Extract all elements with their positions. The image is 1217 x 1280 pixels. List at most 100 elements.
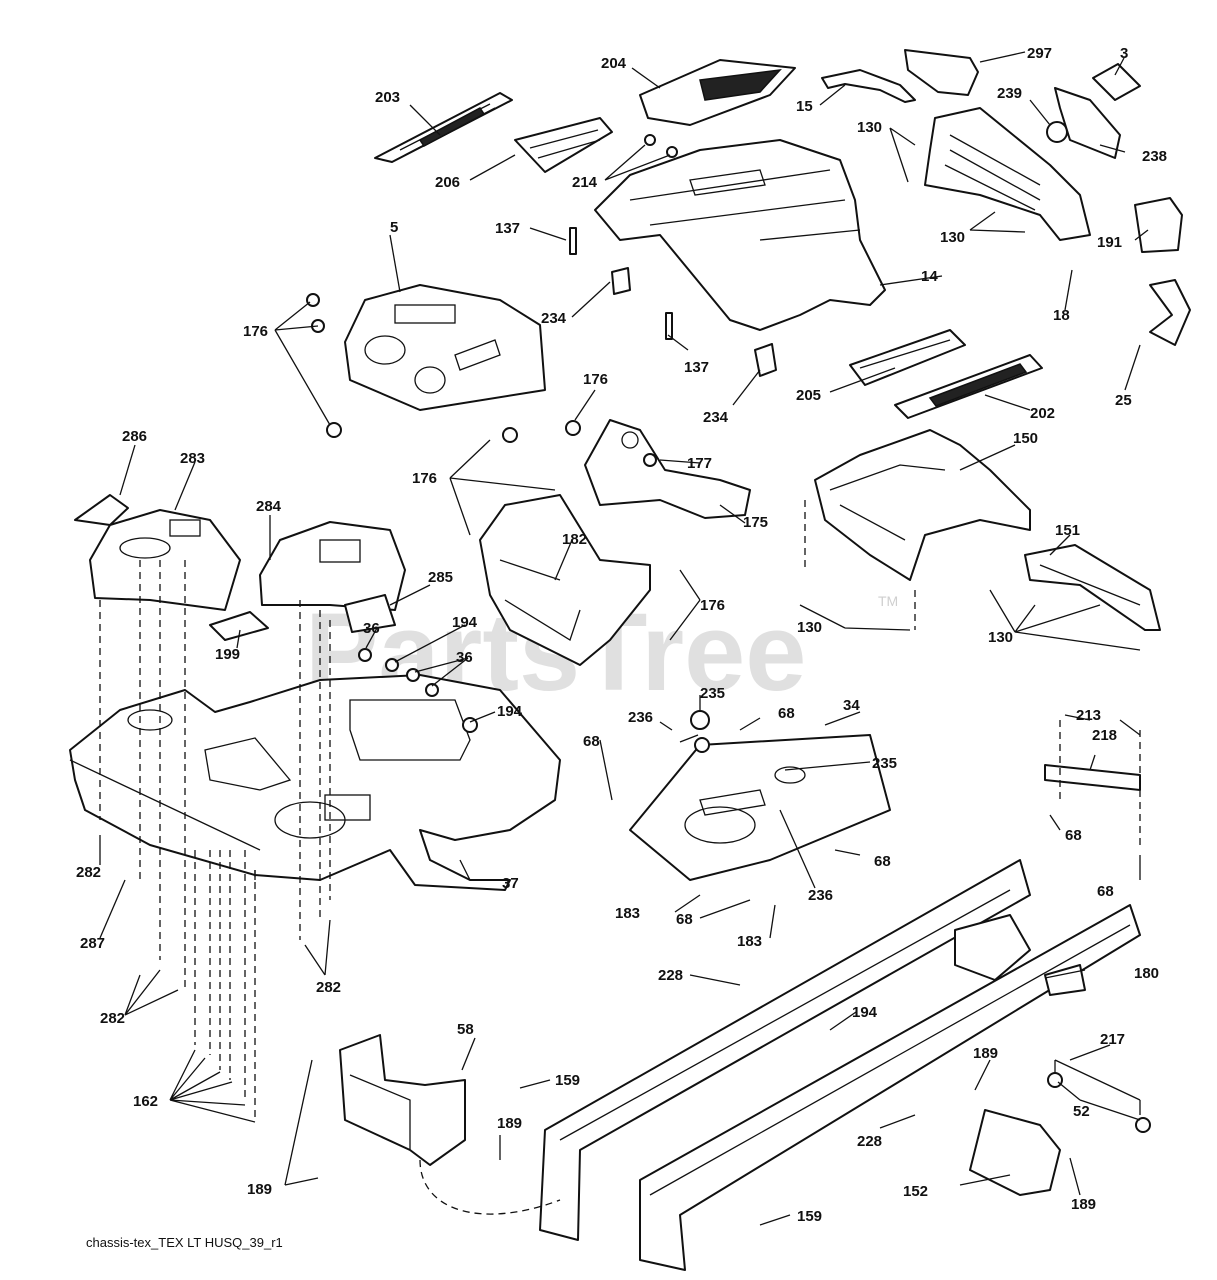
part-205-vent [849,329,966,386]
part-285 [344,594,396,633]
callout-34: 34 [843,697,860,714]
callout-228-a: 228 [658,967,683,984]
callout-282-c: 282 [100,1010,125,1027]
callout-194-c: 194 [497,703,523,720]
callout-175: 175 [743,514,768,531]
callout-137-a: 137 [495,220,520,237]
callout-180: 180 [1134,965,1159,982]
callout-37: 37 [502,875,519,892]
callout-36-a: 36 [363,620,380,637]
callouts: 203 204 297 3 15 239 238 130 206 214 137… [76,45,1167,1225]
callout-214: 214 [572,174,598,191]
callout-238: 238 [1142,148,1167,165]
callout-68-c: 68 [874,853,891,870]
callout-68-d: 68 [676,911,693,928]
part-151-bracket [1024,544,1161,631]
part-203-grille [374,92,513,163]
part-218-bracket [1044,764,1141,791]
callout-213: 213 [1076,707,1101,724]
part-234-clip-2 [754,343,777,377]
callout-68-e: 68 [1065,827,1082,844]
callout-189-c: 189 [497,1115,522,1132]
callout-151: 151 [1055,522,1080,539]
part-180-frame [539,859,1141,1271]
callout-137-b: 137 [684,359,709,376]
part-3-bracket [1092,63,1141,101]
part-34-plate [629,710,891,881]
callout-58: 58 [457,1021,474,1038]
part-137-strip-2 [665,312,673,340]
callout-52: 52 [1073,1103,1090,1120]
callout-176-c: 176 [412,470,437,487]
part-214-screws [644,134,678,158]
callout-189-b: 189 [1071,1196,1096,1213]
callout-283: 283 [180,450,205,467]
callout-234-b: 234 [703,409,729,426]
callout-228-b: 228 [857,1133,882,1150]
callout-176-b: 176 [583,371,608,388]
part-58-bracket [339,1034,466,1166]
part-5-dash [344,284,546,411]
callout-5: 5 [390,219,398,236]
part-217-rod [1054,1059,1141,1115]
part-238-bracket [1054,87,1121,159]
callout-199: 199 [215,646,240,663]
callout-218: 218 [1092,727,1117,744]
callout-217: 217 [1100,1031,1125,1048]
leader-lines [99,51,1149,1226]
callout-297: 297 [1027,45,1052,62]
callout-235-b: 235 [872,755,897,772]
callout-194-b: 194 [852,1004,878,1021]
dash-guides [99,500,1141,1215]
part-14-hood [594,139,886,331]
callout-152: 152 [903,1183,928,1200]
callout-285: 285 [428,569,453,586]
callout-177: 177 [687,455,712,472]
part-191-block [1134,197,1183,253]
part-206-panel [514,117,613,173]
part-283-cover [89,509,241,611]
part-199-decal [209,611,269,641]
callout-159-a: 159 [555,1072,580,1089]
callout-15: 15 [796,98,813,115]
callout-287: 287 [80,935,105,952]
part-286 [74,494,129,526]
callout-189-a: 189 [973,1045,998,1062]
callout-236-a: 236 [628,709,653,726]
callout-130-d: 130 [940,229,965,246]
part-18-grille-housing [924,107,1091,241]
callout-183-a: 183 [615,905,640,922]
callout-18: 18 [1053,307,1070,324]
callout-162: 162 [133,1093,158,1110]
part-52-washer [1047,1072,1063,1088]
part-175-bracket [584,419,751,519]
callout-68-f: 68 [1097,883,1114,900]
callout-203: 203 [375,89,400,106]
part-297-pad [904,49,979,96]
callout-68-a: 68 [778,705,795,722]
callout-235-a: 235 [700,685,725,702]
part-234-clip [611,267,631,295]
part-284-cover [259,521,406,611]
callout-176-d: 176 [700,597,725,614]
callout-183-b: 183 [737,933,762,950]
part-137-strip [569,227,577,255]
callout-204: 204 [601,55,627,72]
callout-194-a: 194 [452,614,478,631]
callout-25: 25 [1115,392,1132,409]
callout-284: 284 [256,498,282,515]
callout-68-b: 68 [583,733,600,750]
callout-189-d: 189 [247,1181,272,1198]
callout-282-a: 282 [76,864,101,881]
part-152-shield [969,1109,1061,1196]
part-204-vent [639,59,796,126]
callout-14: 14 [921,268,938,285]
callout-3: 3 [1120,45,1128,62]
part-202-grille [894,354,1043,419]
callout-150: 150 [1013,430,1038,447]
part-177 [643,453,657,467]
callout-130-c: 130 [988,629,1013,646]
part-176-bolts [306,293,581,443]
callout-159-b: 159 [797,1208,822,1225]
